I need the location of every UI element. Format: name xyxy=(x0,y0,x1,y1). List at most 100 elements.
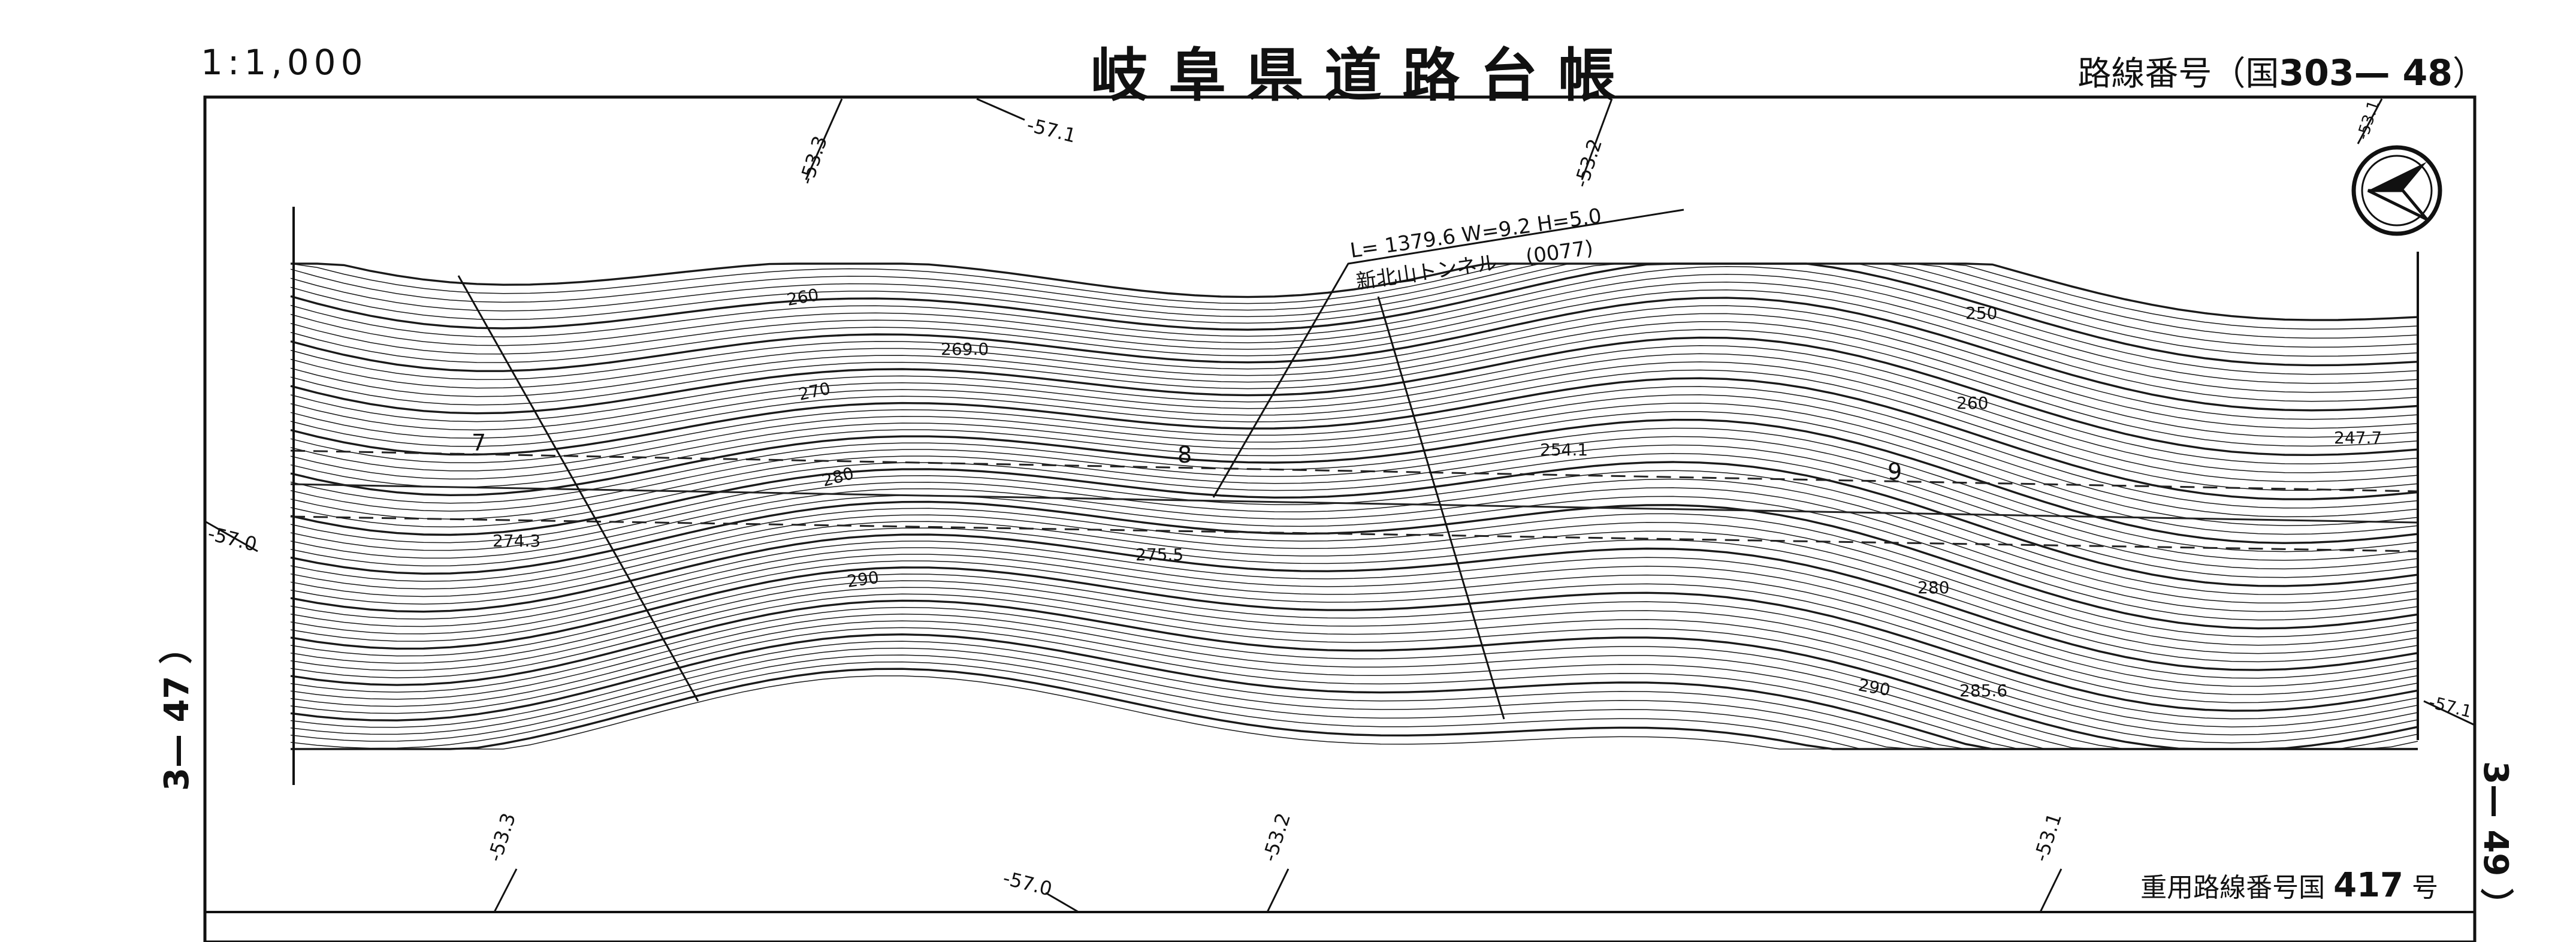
contour-line xyxy=(290,508,2418,638)
contour-line xyxy=(290,573,2418,720)
contour-label: 270 xyxy=(797,378,832,404)
contour-line xyxy=(290,614,2418,750)
grid-label: -53.3 xyxy=(795,133,832,187)
index-contour xyxy=(290,418,2418,544)
grid-label: -57.1 xyxy=(1025,113,1079,147)
section-line-2 xyxy=(1377,296,1505,720)
contour-line xyxy=(290,478,2418,604)
contour-line xyxy=(290,580,2418,727)
map-overlay xyxy=(204,98,2475,913)
grid-label: -53.1 xyxy=(2029,810,2066,864)
grid-tick xyxy=(805,98,843,180)
contour-label: 250 xyxy=(1965,303,1997,323)
grid-tick xyxy=(1045,892,1079,913)
grid-label: -57.0 xyxy=(206,522,259,556)
index-contour xyxy=(290,262,2418,367)
overlap-number: 417 xyxy=(2333,866,2403,905)
grid-tick xyxy=(1266,868,1289,913)
grid-label: -53.2 xyxy=(1569,136,1606,190)
contour-line xyxy=(290,587,2418,736)
contour-line xyxy=(290,273,2418,384)
index-contour xyxy=(290,377,2418,500)
index-contour xyxy=(290,500,2418,630)
contour-line xyxy=(290,560,2418,704)
contour-line xyxy=(290,394,2418,518)
grid-label: -53.2 xyxy=(1258,810,1295,864)
index-contour xyxy=(290,566,2418,712)
grid-tick xyxy=(976,98,1025,121)
spot-height: 275.5 xyxy=(1136,545,1183,564)
contour-line xyxy=(290,313,2418,429)
contour-line xyxy=(290,453,2418,578)
grid-tick xyxy=(2423,700,2475,726)
section-line-1 xyxy=(457,275,699,702)
route-number-value: 303— 48 xyxy=(2279,52,2453,94)
map-frame xyxy=(203,95,2477,942)
overlap-route-number: 重用路線番号国 417 号 xyxy=(2140,866,2438,905)
contour-line xyxy=(290,410,2418,535)
contour-label: 260 xyxy=(1956,393,1988,413)
index-contour xyxy=(290,297,2418,412)
contour-line xyxy=(290,386,2418,509)
contour-line xyxy=(290,521,2418,654)
route-number: 路線番号（国303— 48） xyxy=(2077,47,2486,95)
road-centre xyxy=(290,483,2418,524)
route-suffix: ） xyxy=(2453,55,2486,93)
map-scale: 1:1,000 xyxy=(201,42,368,83)
contour-line xyxy=(291,675,2418,750)
index-contour xyxy=(291,262,2418,321)
contour-line xyxy=(290,494,2418,621)
grid-tick xyxy=(2357,98,2383,144)
contour-line xyxy=(290,345,2418,464)
contour-line xyxy=(290,263,2418,330)
grid-label: -53.1 xyxy=(2354,98,2383,142)
overlap-suffix: 号 xyxy=(2412,872,2438,903)
contour-line xyxy=(290,541,2418,679)
contour-line xyxy=(290,487,2418,612)
contour-label: 260 xyxy=(785,285,820,310)
contour-line xyxy=(290,593,2418,744)
contour-line xyxy=(290,329,2418,447)
index-contour xyxy=(290,599,2418,750)
overlap-prefix: 重用路線番号国 xyxy=(2140,872,2326,903)
station-7: 7 xyxy=(472,430,486,456)
contour-line xyxy=(290,436,2418,561)
contour-line xyxy=(290,606,2418,750)
grid-tick xyxy=(204,520,258,552)
contour-line xyxy=(290,627,2418,750)
contour-line xyxy=(290,547,2418,687)
spot-height: 247.7 xyxy=(2334,428,2382,448)
road-edge-lower xyxy=(290,515,2418,552)
station-8: 8 xyxy=(1177,442,1192,468)
contour-line xyxy=(290,281,2418,393)
contour-label: 290 xyxy=(845,567,880,591)
contour-line xyxy=(290,321,2418,438)
grid-label: -57.1 xyxy=(2427,692,2474,722)
contour-line xyxy=(290,289,2418,402)
contour-line xyxy=(290,527,2418,663)
contour-line xyxy=(290,444,2418,570)
contour-line xyxy=(290,402,2418,526)
north-arrow-icon xyxy=(2351,145,2442,236)
road-edge-upper xyxy=(290,449,2418,493)
contour-line xyxy=(290,514,2418,646)
index-contour xyxy=(290,533,2418,671)
contour-line xyxy=(290,554,2418,695)
contour-line xyxy=(290,305,2418,420)
contour-lines xyxy=(290,262,2418,750)
contour-line xyxy=(290,263,2418,339)
contour-line xyxy=(290,263,2418,357)
contour-line xyxy=(290,369,2418,491)
spot-height: 269.0 xyxy=(941,339,989,359)
grid-label: -57.0 xyxy=(1001,866,1055,901)
contour-line xyxy=(290,353,2418,473)
spot-height: 285.6 xyxy=(1959,681,2007,701)
grid-label: -53.3 xyxy=(483,810,520,864)
contour-line xyxy=(290,265,2418,375)
grid-tick xyxy=(2039,868,2062,913)
index-contour xyxy=(290,461,2418,587)
index-contour xyxy=(290,336,2418,457)
contour-label: 280 xyxy=(1917,578,1949,597)
grid-tick xyxy=(493,868,518,913)
